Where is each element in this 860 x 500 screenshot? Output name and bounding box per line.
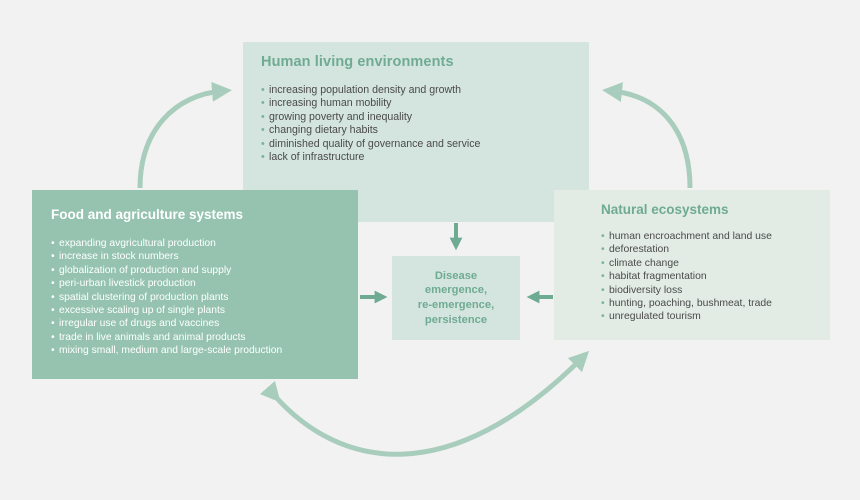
list-item: globalization of production and supply <box>51 264 358 278</box>
list-item: excessive scaling up of single plants <box>51 304 358 318</box>
list-item: mixing small, medium and large-scale pro… <box>51 344 358 358</box>
natural-factor-list: human encroachment and land use deforest… <box>601 230 830 324</box>
list-item: increase in stock numbers <box>51 250 358 264</box>
list-item: increasing human mobility <box>261 97 589 111</box>
human-living-environments-box: Human living environments increasing pop… <box>243 42 589 222</box>
natural-ecosystems-box: Natural ecosystems human encroachment an… <box>554 190 830 340</box>
list-item: spatial clustering of production plants <box>51 291 358 305</box>
arrow-food-natural-bidirectional <box>259 350 590 457</box>
list-item: trade in live animals and animal product… <box>51 331 358 345</box>
list-item: habitat fragmentation <box>601 270 830 284</box>
list-item: changing dietary habits <box>261 124 589 138</box>
list-item: lack of infrastructure <box>261 151 589 165</box>
natural-box-title: Natural ecosystems <box>601 202 729 217</box>
list-item: hunting, poaching, bushmeat, trade <box>601 297 830 311</box>
list-item: growing poverty and inequality <box>261 111 589 125</box>
human-box-title: Human living environments <box>261 54 454 70</box>
food-box-title: Food and agriculture systems <box>51 207 244 222</box>
list-item: biodiversity loss <box>601 284 830 298</box>
list-item: expanding avgricultural production <box>51 237 358 251</box>
food-agriculture-systems-box: Food and agriculture systems expanding a… <box>32 190 358 379</box>
list-item: human encroachment and land use <box>601 230 830 244</box>
disease-emergence-label: Disease emergence, re-emergence, persist… <box>417 269 495 326</box>
list-item: unregulated tourism <box>601 310 830 324</box>
food-factor-list: expanding avgricultural production incre… <box>51 237 358 358</box>
list-item: deforestation <box>601 243 830 257</box>
disease-emergence-box: Disease emergence, re-emergence, persist… <box>392 256 520 340</box>
list-item: climate change <box>601 257 830 271</box>
list-item: peri-urban livestick production <box>51 277 358 291</box>
list-item: irregular use of drugs and vaccines <box>51 317 358 331</box>
list-item: increasing population density and growth <box>261 84 589 98</box>
arrow-natural-to-human <box>602 82 693 189</box>
arrow-food-to-human <box>137 81 232 189</box>
list-item: diminished quality of governance and ser… <box>261 138 589 152</box>
human-factor-list: increasing population density and growth… <box>261 84 589 165</box>
